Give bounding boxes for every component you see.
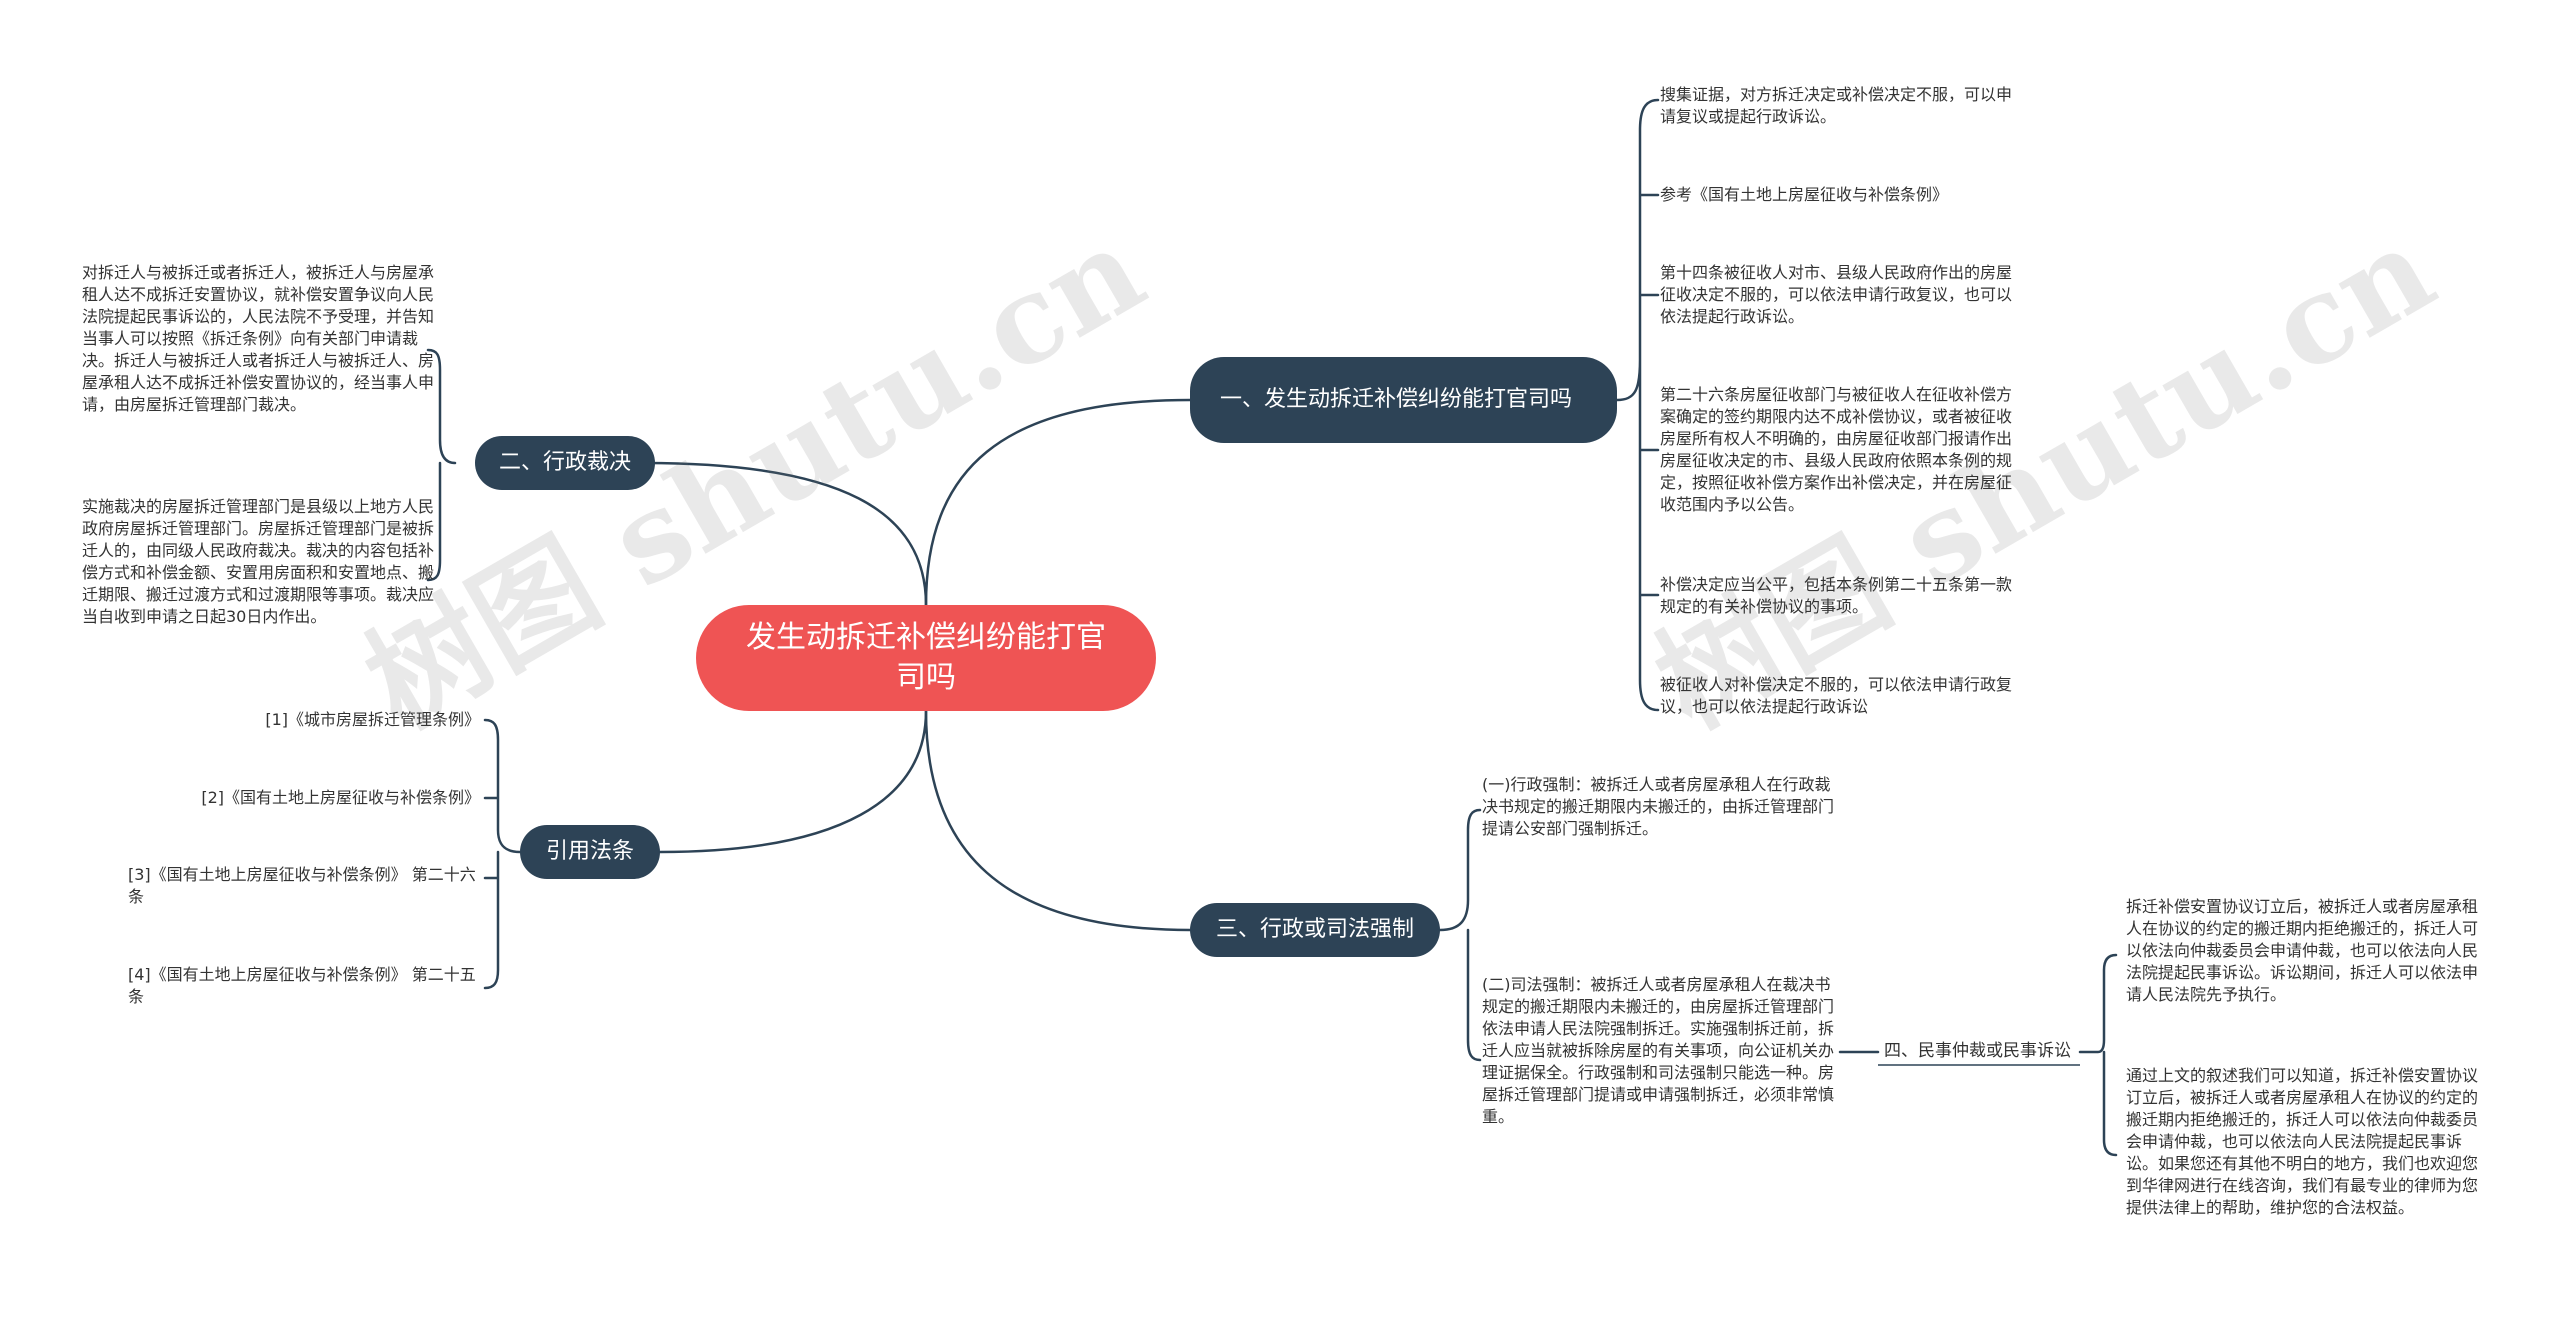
link-root-b2: [643, 461, 928, 607]
citation-4[interactable]: [4]《国有土地上房屋征收与补偿条例》 第二十五条: [128, 965, 476, 1006]
link-root-b1: [924, 398, 1192, 607]
branch-administrative-ruling[interactable]: 二、行政裁决: [475, 436, 655, 490]
root-topic[interactable]: 发生动拆迁补偿纠纷能打官司吗: [696, 605, 1156, 711]
citation-3[interactable]: [3]《国有土地上房屋征收与补偿条例》 第二十六条: [128, 865, 476, 906]
citation-1[interactable]: [1]《城市房屋拆迁管理条例》: [265, 710, 480, 729]
branch-cited-laws[interactable]: 引用法条: [520, 825, 660, 879]
citation-2[interactable]: [2]《国有土地上房屋征收与补偿条例》: [201, 788, 480, 807]
branch-administrative-ruling-label: 二、行政裁决: [498, 450, 631, 475]
note-ruling-authority: 实施裁决的房屋拆迁管理部门是县级以上地方人民政府房屋拆迁管理部门。房屋拆迁管理部…: [82, 497, 435, 626]
bracket-b1: [1615, 98, 1660, 712]
branch-litigation[interactable]: 一、发生动拆迁补偿纠纷能打官司吗: [1190, 357, 1617, 443]
branch-cited-laws-label: 引用法条: [545, 839, 634, 864]
bracket-b4: [483, 718, 522, 990]
note-fair-compensation: 补偿决定应当公平，包括本条例第二十五条第一款规定的有关补偿协议的事项。: [1660, 575, 2013, 616]
bracket-b2: [426, 348, 457, 582]
note-reference-regulation: 参考《国有土地上房屋征收与补偿条例》: [1660, 185, 1949, 204]
root-topic-label: 发生动拆迁补偿纠纷能打官司吗: [746, 620, 1106, 695]
note-judicial-enforcement: (二)司法强制：被拆迁人或者房屋承租人在裁决书规定的搬迁期限内未搬迁的，由房屋拆…: [1482, 975, 1835, 1126]
note-appeal-compensation: 被征收人对补偿决定不服的，可以依法申请行政复议，也可以依法提起行政诉讼: [1660, 675, 2013, 716]
bracket-b5: [2078, 953, 2118, 1157]
branch-litigation-label: 一、发生动拆迁补偿纠纷能打官司吗: [1220, 387, 1573, 412]
branch-enforcement[interactable]: 三、行政或司法强制: [1190, 903, 1440, 957]
note-administrative-enforcement: (一)行政强制：被拆迁人或者房屋承租人在行政裁决书规定的搬迁期限内未搬迁的，由拆…: [1482, 775, 1835, 838]
branch-enforcement-label: 三、行政或司法强制: [1215, 917, 1414, 942]
link-root-b3: [924, 709, 1192, 932]
note-conclusion: 通过上文的叙述我们可以知道，拆迁补偿安置协议订立后，被拆迁人或者房屋承租人在协议…: [2126, 1066, 2479, 1217]
branch-civil-arbitration[interactable]: 四、民事仲裁或民事诉讼: [1884, 1041, 2071, 1061]
note-ruling-application: 对拆迁人与被拆迁或者拆迁人，被拆迁人与房屋承租人达不成拆迁安置协议，就补偿安置争…: [82, 263, 435, 414]
bracket-b3: [1438, 808, 1482, 1062]
link-root-b4: [658, 709, 928, 854]
note-article-14: 第十四条被征收人对市、县级人民政府作出的房屋征收决定不服的，可以依法申请行政复议…: [1660, 263, 2013, 326]
note-article-26: 第二十六条房屋征收部门与被征收人在征收补偿方案确定的签约期限内达不成补偿协议，或…: [1660, 385, 2013, 514]
note-arbitration-or-lawsuit: 拆迁补偿安置协议订立后，被拆迁人或者房屋承租人在协议的约定的搬迁期内拒绝搬迁的，…: [2126, 897, 2479, 1004]
note-collect-evidence: 搜集证据，对方拆迁决定或补偿决定不服，可以申请复议或提起行政诉讼。: [1660, 85, 2013, 126]
